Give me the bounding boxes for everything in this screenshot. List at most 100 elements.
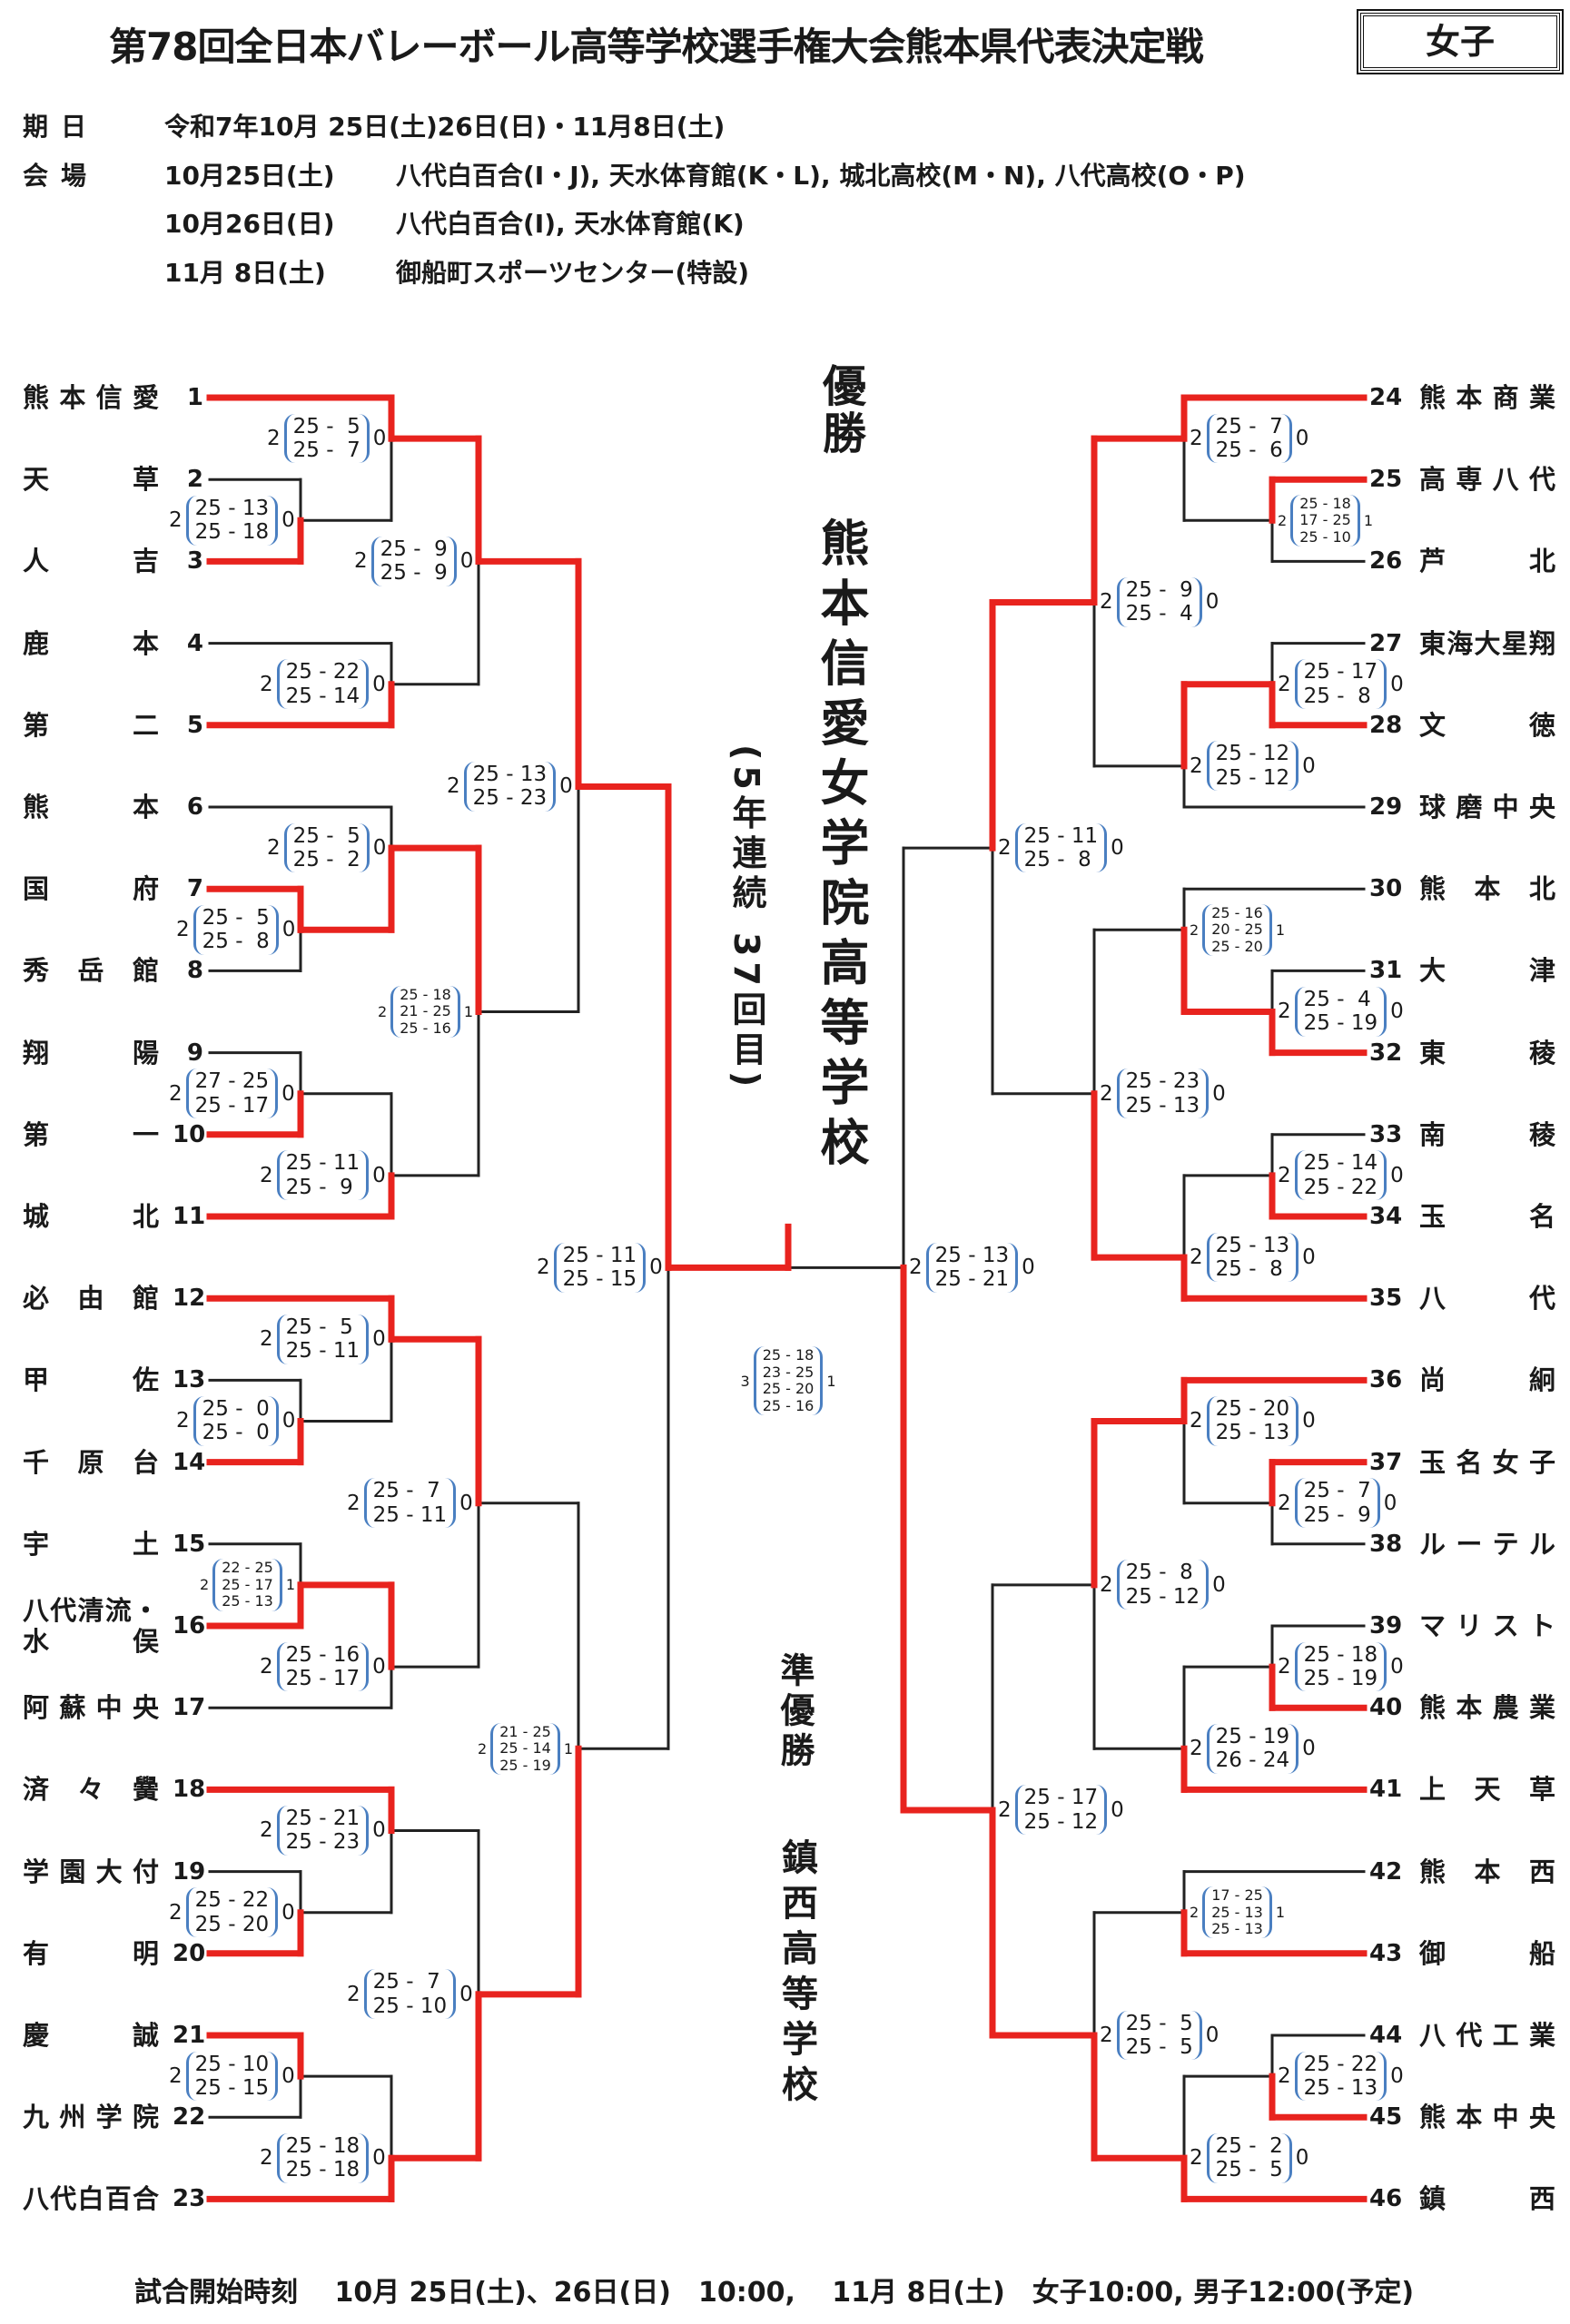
sets-won: 2	[1190, 1409, 1203, 1433]
team-seed: 4	[186, 629, 203, 657]
team-seed: 45	[1369, 2103, 1403, 2132]
sets-lost: 0	[372, 1818, 386, 1843]
set-score: 27 - 25	[194, 1069, 270, 1094]
team-seed: 7	[186, 875, 203, 903]
sets-won: 3	[740, 1372, 750, 1390]
set-score: 25 - 16	[762, 1396, 815, 1414]
sets-won: 2	[447, 774, 460, 799]
team-seed: 21	[173, 2022, 206, 2049]
team-seed: 19	[173, 1857, 206, 1886]
set-score: 25 - 16	[285, 1642, 360, 1667]
sets-won: 2	[1190, 2146, 1203, 2171]
team-name: 上天草	[1419, 1774, 1555, 1806]
sets-lost: 0	[372, 1163, 386, 1187]
set-score: 25 - 21	[285, 1807, 360, 1830]
set-score: 25 - 11	[285, 1151, 360, 1176]
team-seed: 23	[173, 2185, 206, 2213]
set-score: 25 - 13	[1211, 1903, 1263, 1921]
set-score: 25 - 11	[1023, 823, 1099, 848]
team-seed: 42	[1369, 1857, 1403, 1886]
sets-won: 2	[260, 2146, 273, 2171]
set-score: 25 - 9	[380, 561, 448, 586]
team-name: 鹿本	[23, 627, 159, 659]
sets-lost: 0	[1302, 1737, 1316, 1761]
set-score: 25 - 16	[1211, 903, 1263, 921]
set-score: 25 - 19	[1303, 1011, 1378, 1036]
venue-places: 八代白百合(I・J), 天水体育館(K・L), 城北高校(M・N), 八代高校(…	[396, 161, 1246, 191]
sets-won: 2	[909, 1256, 923, 1280]
team-name: 宇土	[23, 1528, 159, 1560]
team-name: 千原台	[23, 1446, 159, 1478]
team-name: 玉名女子	[1419, 1446, 1555, 1478]
sets-won: 2	[169, 2064, 183, 2089]
team-seed: 34	[1369, 1203, 1403, 1230]
sets-lost: 0	[1390, 1655, 1404, 1679]
sets-won: 2	[200, 1576, 210, 1594]
set-score: 25 - 8	[1215, 1257, 1283, 1282]
team-name: 熊本	[23, 792, 159, 822]
sets-won: 2	[1100, 1572, 1113, 1597]
set-score: 25 - 13	[1215, 1233, 1290, 1257]
team-seed: 20	[173, 1939, 206, 1967]
sets-lost: 0	[1390, 672, 1404, 696]
set-score: 25 - 5	[202, 905, 270, 930]
team-seed: 25	[1369, 466, 1403, 494]
set-score: 25 - 13	[934, 1243, 1010, 1267]
set-score: 25 - 2	[1215, 2133, 1283, 2158]
set-score: 25 - 12	[1125, 1584, 1200, 1609]
team-name: 第一	[23, 1118, 159, 1150]
set-score: 25 - 2	[292, 848, 360, 872]
set-score: 25 - 18	[285, 2158, 360, 2182]
sets-lost: 1	[563, 1739, 574, 1758]
gender-badge: 女子	[1357, 9, 1564, 74]
set-score: 25 - 11	[562, 1243, 637, 1267]
sets-lost: 0	[281, 1081, 295, 1106]
sets-lost: 0	[1302, 1246, 1316, 1270]
set-score: 25 - 13	[1125, 1093, 1200, 1118]
team-name: 慶誠	[23, 2020, 159, 2051]
team-seed: 35	[1369, 1285, 1403, 1313]
sets-won: 2	[1278, 511, 1288, 529]
team-seed: 8	[186, 957, 203, 985]
team-seed: 1	[186, 384, 203, 411]
team-name: 必由館	[23, 1283, 159, 1315]
champion-label: 優勝	[815, 363, 865, 458]
sets-lost: 0	[372, 836, 387, 861]
set-score: 25 - 11	[372, 1502, 448, 1527]
team-seed: 27	[1369, 629, 1403, 657]
team-name: 天草	[23, 464, 159, 496]
set-score: 25 - 18	[1299, 494, 1351, 512]
set-score: 25 - 20	[1215, 1397, 1290, 1421]
sets-won: 2	[347, 1982, 360, 2006]
sets-won: 2	[1278, 1000, 1291, 1024]
team-name: 玉名	[1419, 1201, 1555, 1232]
sets-lost: 0	[1205, 2023, 1219, 2047]
team-name: 文徳	[1419, 709, 1555, 741]
sets-lost: 0	[1111, 1797, 1124, 1822]
team-seed: 44	[1369, 2022, 1403, 2049]
sets-lost: 0	[372, 1327, 386, 1352]
team-seed: 5	[186, 711, 203, 739]
team-seed: 28	[1369, 711, 1403, 739]
team-name: 御船	[1419, 1937, 1555, 1969]
team-seed: 14	[173, 1448, 206, 1476]
